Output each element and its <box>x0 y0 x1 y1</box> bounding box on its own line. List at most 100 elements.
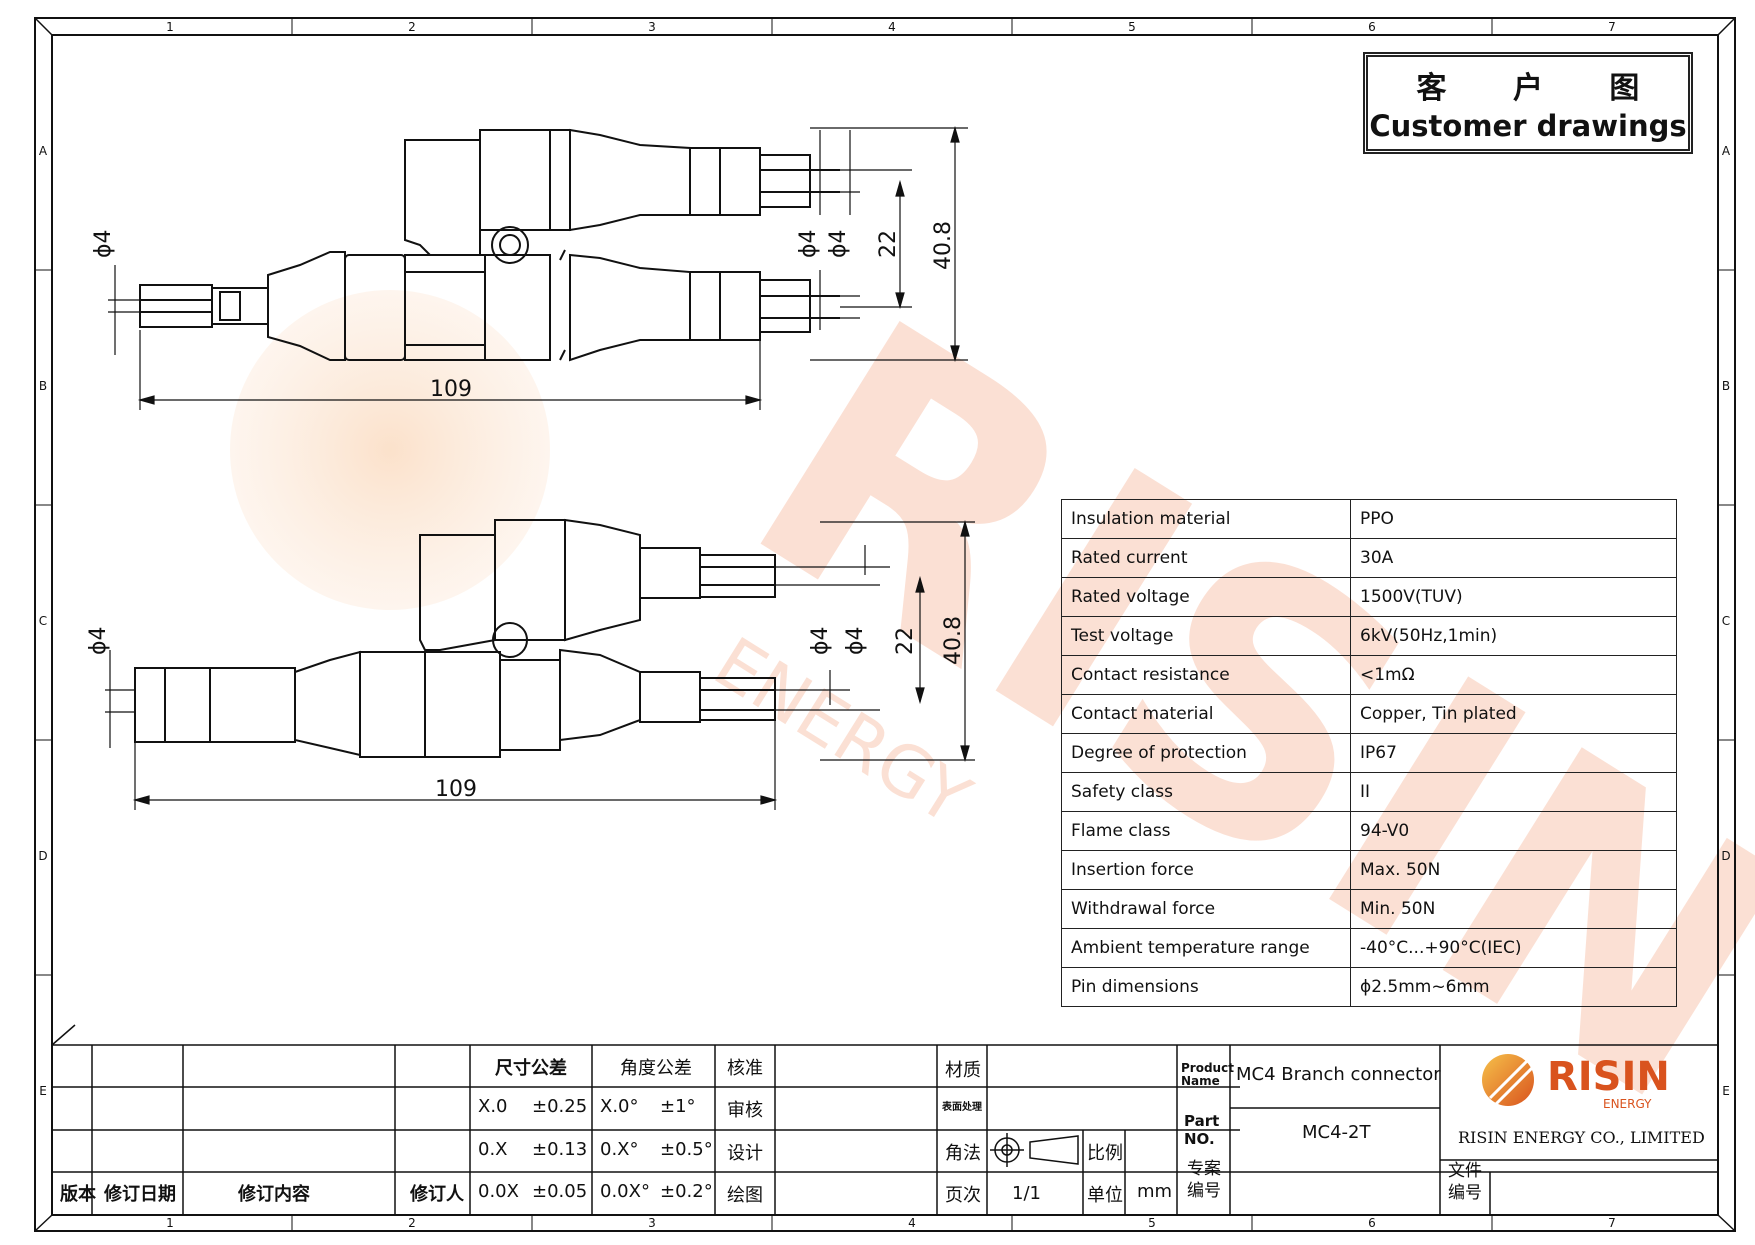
top-dim-length: 109 <box>430 377 472 402</box>
col-label-1: 1 <box>166 20 174 34</box>
tb-scale-label: 比例 <box>1087 1143 1123 1164</box>
tb-material-label: 材质 <box>945 1060 981 1081</box>
tb-rev-date-header: 修订日期 <box>104 1184 176 1205</box>
col-label-5: 5 <box>1128 20 1136 34</box>
logo-sun-rays-icon <box>1488 1058 1536 1108</box>
tb-approval-draw: 绘图 <box>727 1185 763 1206</box>
tb-unit-label: 单位 <box>1087 1185 1123 1206</box>
top-dim-height: 40.8 <box>931 221 956 270</box>
row-label-a: A <box>39 144 48 158</box>
spec-value: Max. 50N <box>1350 850 1677 890</box>
spec-value: Min. 50N <box>1350 889 1677 929</box>
bottom-dim-length: 109 <box>435 777 477 802</box>
grid-ticks <box>35 18 1735 1231</box>
spec-value: ϕ2.5mm~6mm <box>1350 967 1677 1007</box>
row-label-b: B <box>39 379 47 393</box>
row-label-d: D <box>38 849 47 863</box>
col-label-4: 4 <box>888 20 896 34</box>
spec-row: Ambient temperature range-40°C...+90°C(I… <box>1061 928 1677 968</box>
spec-value: 94-V0 <box>1350 811 1677 851</box>
watermark-sun <box>230 290 550 610</box>
row-label-a-right: A <box>1722 144 1731 158</box>
spec-label: Safety class <box>1061 772 1351 812</box>
tb-product-label: Product Name <box>1181 1061 1234 1088</box>
tb-version-header: 版本 <box>60 1184 96 1205</box>
top-dim-spacing: 22 <box>876 230 901 258</box>
spec-label: Rated current <box>1061 538 1351 578</box>
top-dim-left-diameter: ϕ4 <box>91 229 116 258</box>
tb-reviser-header: 修订人 <box>410 1184 464 1205</box>
tb-dim-tol-r2a: 0.X <box>478 1139 508 1160</box>
col-label-7-bottom: 7 <box>1608 1216 1616 1230</box>
row-label-c-right: C <box>1722 614 1730 628</box>
spec-value: PPO <box>1350 499 1677 539</box>
tb-approval-check: 核准 <box>727 1058 763 1079</box>
bottom-dim-diameter-b: ϕ4 <box>843 626 868 655</box>
bottom-dim-left-diameter: ϕ4 <box>86 626 111 655</box>
tb-ang-tol-r1a: X.0° <box>600 1096 639 1117</box>
bottom-dim-spacing: 22 <box>893 627 918 655</box>
tb-dim-tol-r1a: X.0 <box>478 1096 508 1117</box>
title-block-grid <box>51 1024 1718 1215</box>
tb-unit-value: mm <box>1137 1181 1173 1202</box>
spec-label: Contact material <box>1061 694 1351 734</box>
spec-label: Ambient temperature range <box>1061 928 1351 968</box>
bottom-connector-view <box>134 518 776 758</box>
col-label-1-bottom: 1 <box>166 1216 174 1230</box>
tb-file-label: 文件编号 <box>1448 1161 1482 1203</box>
spec-value: II <box>1350 772 1677 812</box>
row-label-d-right: D <box>1721 849 1730 863</box>
spec-row: Contact resistance<1mΩ <box>1061 655 1677 695</box>
spec-value: 6kV(50Hz,1min) <box>1350 616 1677 656</box>
tb-dim-tol-r1b: ±0.25 <box>532 1096 588 1117</box>
tb-part-no: MC4-2T <box>1302 1122 1371 1143</box>
col-label-5-bottom: 5 <box>1148 1216 1156 1230</box>
spec-value: Copper, Tin plated <box>1350 694 1677 734</box>
projection-symbol-icon <box>990 1133 1079 1167</box>
bottom-left-socket <box>134 667 211 743</box>
spec-label: Withdrawal force <box>1061 889 1351 929</box>
spec-label: Rated voltage <box>1061 577 1351 617</box>
tb-dim-tol-r2b: ±0.13 <box>532 1139 588 1160</box>
tb-project-label: 专案编号 <box>1187 1159 1221 1201</box>
spec-value: 1500V(TUV) <box>1350 577 1677 617</box>
top-dim-diameter-a: ϕ4 <box>796 229 821 258</box>
spec-value: IP67 <box>1350 733 1677 773</box>
tb-page-label: 页次 <box>945 1185 981 1206</box>
title-english: Customer drawings <box>1369 109 1687 143</box>
tb-ang-tol-header: 角度公差 <box>620 1058 692 1079</box>
tb-page-value: 1/1 <box>1012 1183 1041 1204</box>
row-label-c: C <box>39 614 47 628</box>
top-connector-view <box>139 128 840 362</box>
bottom-dimension-labels: ϕ4 ϕ4 ϕ4 22 40.8 109 <box>86 616 966 802</box>
tb-part-label: Part NO. <box>1184 1112 1220 1148</box>
col-label-7: 7 <box>1608 20 1616 34</box>
spec-label: Insertion force <box>1061 850 1351 890</box>
bottom-dim-height: 40.8 <box>941 616 966 665</box>
inner-frame <box>51 34 1719 1216</box>
grid-labels: 1 2 3 4 5 6 7 1 2 3 4 5 6 7 A B C D E A … <box>38 20 1731 1230</box>
spec-label: Pin dimensions <box>1061 967 1351 1007</box>
spec-label: Contact resistance <box>1061 655 1351 695</box>
tb-surface-label: 表面处理 <box>942 1102 982 1113</box>
col-label-2: 2 <box>408 20 416 34</box>
top-dimension-labels: ϕ4 ϕ4 ϕ4 22 40.8 109 <box>91 221 956 402</box>
tb-dim-tol-header: 尺寸公差 <box>495 1058 567 1079</box>
bottom-dimension-lines <box>105 519 975 810</box>
tb-approval-review: 审核 <box>727 1100 763 1121</box>
title-chinese: 客 户 图 <box>1416 71 1668 106</box>
company-logo: RISIN ENERGY <box>1482 1054 1670 1111</box>
